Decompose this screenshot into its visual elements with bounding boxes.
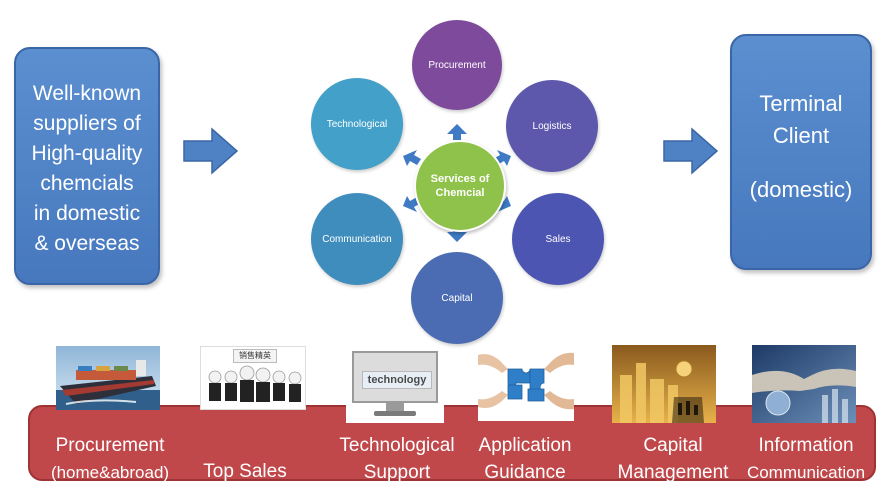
hub-center-line-2: Chemcial [435, 187, 485, 199]
node-sales: Sales [512, 193, 604, 285]
label-information-line-2: Communication [746, 463, 866, 482]
capital-buildings-photo [612, 345, 716, 423]
terminal-client-box: Terminal Client (domestic) [730, 34, 872, 270]
suppliers-line: in domestic [33, 202, 141, 225]
label-application-line-1: Application [478, 435, 572, 456]
label-tech-support-line-2: Support [363, 462, 431, 483]
terminal-line-2: Client [772, 123, 830, 148]
node-communication: Communication [311, 193, 403, 285]
label-tech-support: Technological Support [330, 432, 464, 486]
label-tech-support-line-1: Technological [339, 435, 455, 456]
ship-photo [56, 346, 160, 410]
hub-center-line-1: Services of [430, 173, 490, 185]
information-handshake-photo [752, 345, 856, 423]
node-logistics: Logistics [506, 80, 598, 172]
suppliers-box: Well-known suppliers of High-quality che… [14, 47, 160, 285]
label-information: Information Communication [740, 432, 872, 486]
label-procurement: Procurement (home&abroad) [40, 432, 180, 486]
technology-monitor-photo: technology [346, 347, 444, 423]
monitor-screen: technology [352, 351, 438, 403]
sales-team-photo: 销售精英 [200, 346, 306, 410]
terminal-line-3: (domestic) [749, 177, 853, 202]
label-capital-line-2: Management [617, 462, 729, 483]
suppliers-line: Well-known [32, 82, 142, 105]
monitor-word: technology [362, 371, 432, 389]
label-top-sales: Top Sales [190, 458, 300, 485]
label-top-sales-text: Top Sales [203, 461, 287, 482]
label-application: Application Guidance [470, 432, 580, 486]
label-procurement-line-1: Procurement [55, 435, 165, 456]
label-capital-line-1: Capital [643, 435, 703, 456]
terminal-line-1: Terminal [759, 91, 843, 116]
node-capital: Capital [411, 252, 503, 344]
label-procurement-line-2: (home&abroad) [50, 463, 170, 482]
suppliers-line: & overseas [34, 232, 140, 255]
suppliers-line: High-quality [31, 142, 143, 165]
services-band [28, 405, 876, 481]
puzzle-hands-photo [478, 345, 574, 421]
hub-center: Services of Chemcial [414, 140, 506, 232]
label-capital: Capital Management [608, 432, 738, 486]
team-figures-icon [208, 365, 302, 402]
flow-arrow-right [663, 127, 719, 175]
flow-arrow-left [183, 127, 239, 175]
suppliers-line: suppliers of [33, 112, 141, 135]
label-information-line-1: Information [758, 435, 854, 456]
suppliers-line: chemcials [40, 172, 134, 195]
label-application-line-2: Guidance [484, 462, 566, 483]
node-procurement: Procurement [412, 20, 502, 110]
node-technological: Technological [311, 78, 403, 170]
sales-sign-text: 销售精英 [233, 349, 277, 363]
